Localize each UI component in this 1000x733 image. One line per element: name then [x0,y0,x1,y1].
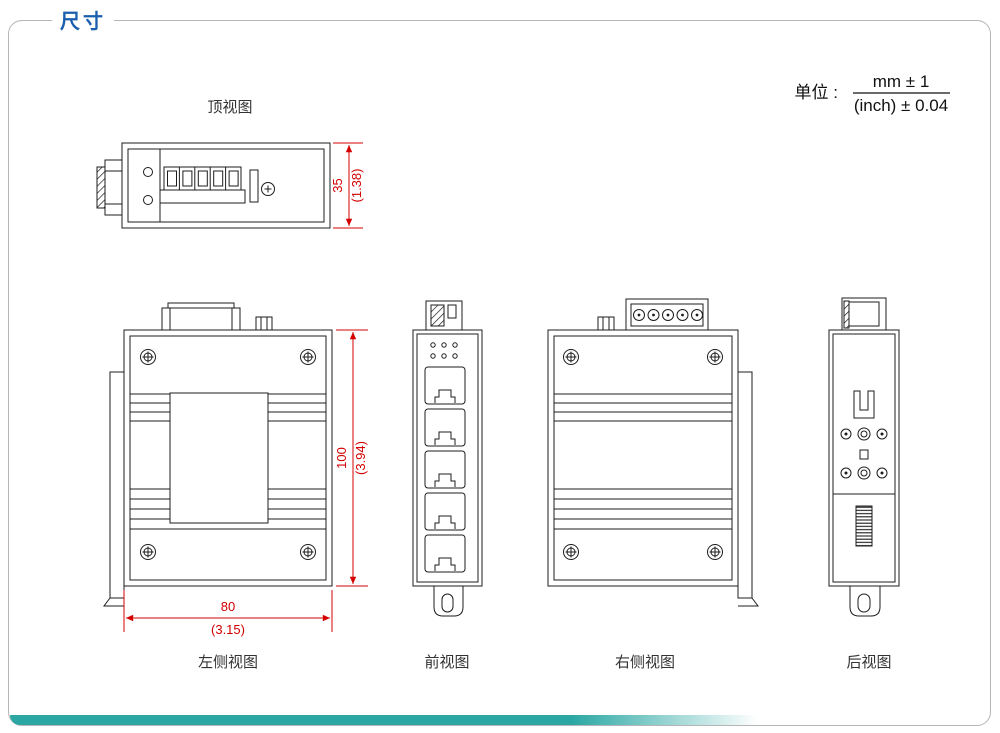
din-clip-hatch [843,300,850,329]
bottom-mount-tab [849,586,881,617]
dimension-width: 80 (3.15) [123,590,333,637]
screw-icon [261,182,275,196]
bottom-mount-tab [433,586,464,617]
unit-note: 单位 : mm ± 1 (inch) ± 0.04 [795,72,950,115]
heatsink-fins [554,393,732,530]
front-view-drawing [412,300,483,617]
left-side-view-drawing [103,302,333,607]
unit-label: 单位 : [795,83,838,102]
corner-screw-icon [707,349,723,365]
corner-screw-icon [707,544,723,560]
dimension-height-mm: 100 [334,447,349,469]
top-view-drawing [96,142,331,229]
accent-bar [10,715,758,725]
left-side-view-label: 左侧视图 [198,654,258,671]
page-title: 尺寸 [52,5,114,34]
din-clip-hatch [430,304,445,327]
corner-screw-icon [563,544,579,560]
din-spring-coil [855,505,873,547]
din-rail-bracket [737,371,753,599]
unit-mm-tolerance: mm ± 1 [873,72,930,91]
corner-screw-icon [140,349,156,365]
dimension-depth-mm: 35 [330,178,345,192]
label-plate [169,392,269,524]
dimension-height-inch: (3.94) [353,441,368,475]
rear-view-label: 后视图 [846,654,891,671]
content-frame [8,20,991,726]
rear-view-drawing [828,297,900,617]
dimension-width-inch: (3.15) [211,622,245,637]
dimension-width-mm: 80 [221,599,235,614]
terminal-block-right-view [625,298,709,331]
right-side-view-drawing [547,298,759,607]
led-indicators [430,342,458,359]
right-side-view-label: 右侧视图 [615,654,675,671]
top-view-label: 顶视图 [207,99,252,116]
corner-screw-icon [140,544,156,560]
corner-screw-icon [300,544,316,560]
dimension-height: 100 (3.94) [334,329,368,587]
corner-screw-icon [563,349,579,365]
rear-screw-holes [840,427,888,480]
front-view-label: 前视图 [424,654,469,671]
din-rail-bracket [109,371,125,599]
terminal-block-top-view [159,166,246,204]
corner-screw-icon [300,349,316,365]
din-hook [853,390,875,419]
unit-inch-tolerance: (inch) ± 0.04 [854,96,948,115]
din-spring-hatch [96,166,106,209]
dimension-depth-inch: (1.38) [349,169,364,203]
dimension-depth: 35 (1.38) [330,142,364,229]
